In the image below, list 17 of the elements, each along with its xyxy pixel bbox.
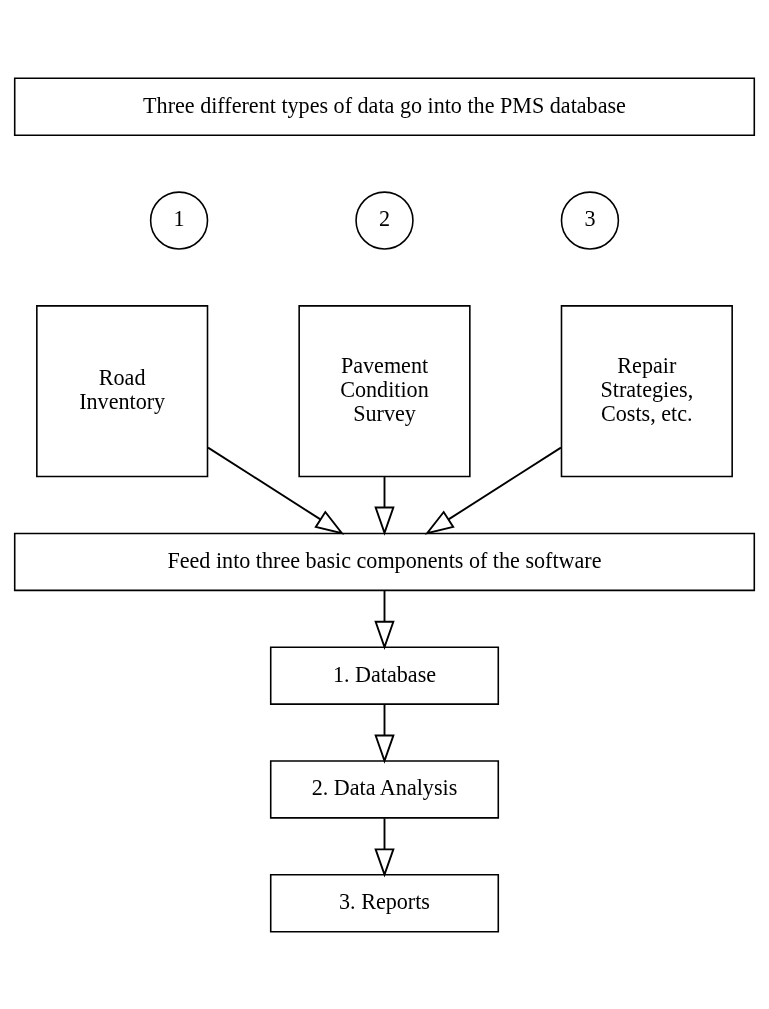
node-box: Pavement Condition Survey [298,304,471,477]
node-box: Repair Strategies, Costs, etc. [560,304,733,477]
node-circle: 1 [149,190,209,250]
arrow [374,475,395,536]
arrow [374,589,395,650]
arrow [207,446,345,535]
node-box: 1. Database [269,645,500,705]
node-box: 2. Data Analysis [269,759,500,819]
node-circle: 3 [560,190,620,250]
arrow [424,446,562,535]
node-box: 3. Reports [269,873,500,932]
node-box: Road Inventory [36,304,209,477]
arrow [374,703,395,764]
node-circle: 2 [355,190,414,250]
node-box: Three different types of data go into the PMS database [13,77,756,136]
node-box: Feed into three basic components of the software [13,532,756,591]
arrow [374,816,395,877]
